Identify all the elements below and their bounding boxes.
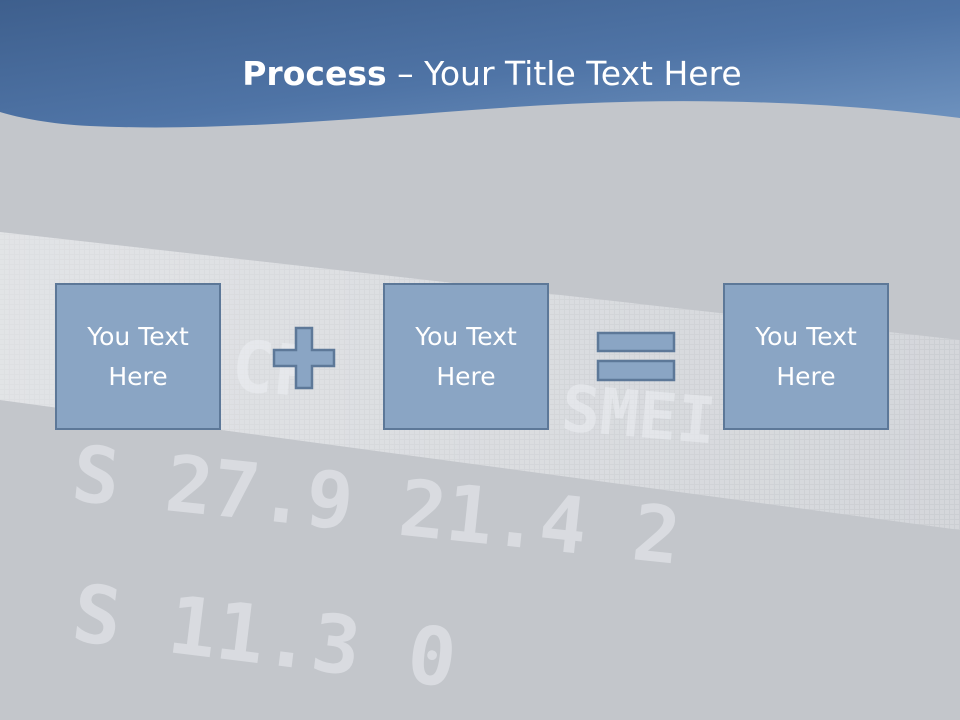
title-rest: – Your Title Text Here [386,54,742,93]
title-bold: Process [242,54,387,93]
process-box-1[interactable]: You Text Here [55,283,221,430]
slide-title: Process – Your Title Text Here [0,52,960,96]
equals-icon [596,331,676,382]
svg-text:SMEI: SMEI [559,372,719,459]
process-box-2[interactable]: You Text Here [383,283,549,430]
plus-icon [272,326,336,390]
process-box-3[interactable]: You Text Here [723,283,889,430]
